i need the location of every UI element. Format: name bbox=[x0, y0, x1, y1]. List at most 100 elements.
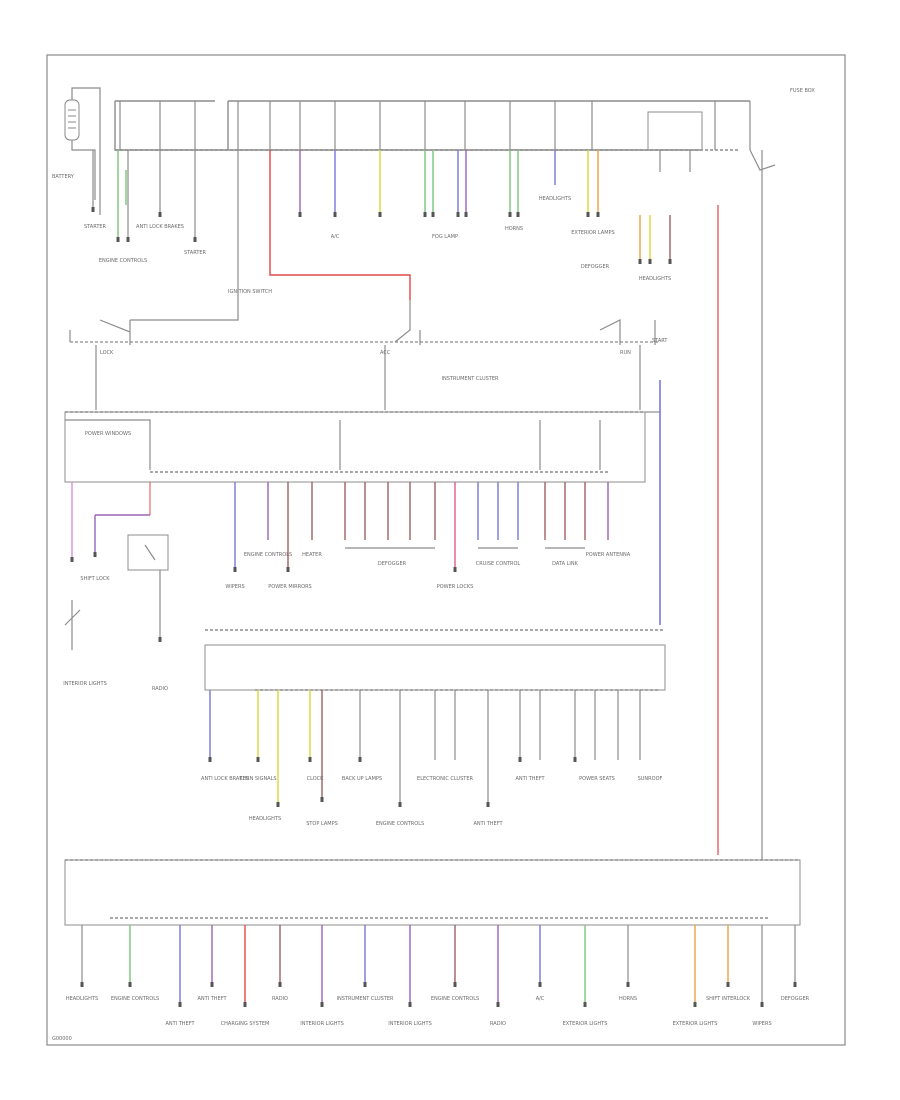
label-power-seats: POWER SEATS bbox=[579, 776, 615, 782]
battery-label: BATTERY bbox=[52, 174, 75, 180]
label-anti-lock-brakes-low: ANTI LOCK BRAKES bbox=[201, 776, 249, 782]
label-sunroof: SUNROOF bbox=[638, 776, 663, 782]
connector-plug bbox=[793, 982, 797, 987]
label-interior-lights-bottom-2: INTERIOR LIGHTS bbox=[388, 1021, 432, 1027]
label-engine-controls-bottom: ENGINE CONTROLS bbox=[431, 996, 479, 1002]
label-wipers: WIPERS bbox=[225, 584, 244, 590]
label-defogger-top: DEFOGGER bbox=[581, 264, 610, 270]
connector-plug bbox=[453, 982, 457, 987]
connector-plug bbox=[626, 982, 630, 987]
label-radio-bottom: RADIO bbox=[272, 996, 288, 1002]
connector-plug bbox=[583, 1002, 587, 1007]
label-anti-theft-low-2: ANTI THEFT bbox=[473, 821, 503, 827]
connector-plugs bbox=[70, 207, 797, 1007]
label-anti-theft-bottom-2: ANTI THEFT bbox=[197, 996, 227, 1002]
label-defogger-bottom: DEFOGGER bbox=[781, 996, 810, 1002]
connector-plug bbox=[538, 982, 542, 987]
connector-plug bbox=[668, 259, 672, 264]
connector-plug bbox=[596, 212, 600, 217]
connector-plug bbox=[126, 237, 130, 242]
label-instrument-cluster-bottom: INSTRUMENT CLUSTER bbox=[337, 996, 395, 1002]
label-defogger-mid: DEFOGGER bbox=[378, 561, 407, 567]
label-exterior-lights: EXTERIOR LIGHTS bbox=[563, 1021, 608, 1027]
label-radio-left: RADIO bbox=[152, 686, 168, 692]
connector-plug bbox=[208, 757, 212, 762]
connector-plug bbox=[408, 1002, 412, 1007]
label-air-conditioning: A/C bbox=[331, 234, 340, 240]
connector-plug bbox=[378, 212, 382, 217]
label-power-locks: POWER LOCKS bbox=[437, 584, 474, 590]
connector-plug bbox=[398, 802, 402, 807]
connector-plug bbox=[486, 802, 490, 807]
label-charging-system: CHARGING SYSTEM bbox=[221, 1021, 270, 1027]
connector-plug bbox=[243, 1002, 247, 1007]
connector-plug bbox=[496, 1002, 500, 1007]
connector-plug bbox=[210, 982, 214, 987]
label-fog-lamp: FOG LAMP bbox=[432, 234, 458, 240]
label-run: RUN bbox=[620, 350, 631, 356]
label-electronic-cluster: ELECTRONIC CLUSTER bbox=[417, 776, 473, 782]
connector-plug bbox=[276, 802, 280, 807]
connector-plug bbox=[116, 237, 120, 242]
label-data-link: DATA LINK bbox=[552, 561, 578, 567]
bottom-fuse-outputs bbox=[81, 925, 796, 1005]
connector-plug bbox=[128, 982, 132, 987]
label-anti-lock-brakes-top: ANTI LOCK BRAKES bbox=[136, 224, 184, 230]
connector-plug bbox=[286, 567, 290, 572]
label-interior-lights-bottom: INTERIOR LIGHTS bbox=[300, 1021, 344, 1027]
top-feeder-wires bbox=[92, 111, 776, 860]
connector-plug bbox=[93, 552, 97, 557]
label-lock: LOCK bbox=[100, 350, 114, 356]
label-headlights-top: HEADLIGHTS bbox=[539, 196, 571, 202]
sheet-reference-label: FUSE BOX bbox=[790, 88, 815, 94]
connector-plug bbox=[298, 212, 302, 217]
label-power-antenna: POWER ANTENNA bbox=[586, 552, 631, 558]
label-horns-bottom: HORNS bbox=[619, 996, 637, 1002]
connector-plug bbox=[278, 982, 282, 987]
label-heater: HEATER bbox=[302, 552, 322, 558]
connector-plug bbox=[423, 212, 427, 217]
label-instrument-cluster: INSTRUMENT CLUSTER bbox=[442, 376, 500, 382]
label-ign-switch: IGNITION SWITCH bbox=[228, 289, 272, 295]
connector-plug bbox=[586, 212, 590, 217]
connector-plug bbox=[178, 1002, 182, 1007]
label-engine-controls-2: ENGINE CONTROLS bbox=[244, 552, 292, 558]
connector-plug bbox=[320, 797, 324, 802]
ignition-switch bbox=[69, 300, 660, 410]
label-headlights-low: HEADLIGHTS bbox=[249, 816, 281, 822]
label-engine-controls: ENGINE CONTROLS bbox=[99, 258, 147, 264]
top-fuses bbox=[119, 101, 751, 150]
connector-plug bbox=[760, 1002, 764, 1007]
battery-symbol bbox=[64, 87, 101, 215]
connector-plug bbox=[320, 1002, 324, 1007]
connector-plug bbox=[91, 207, 95, 212]
bottom-fuse-block bbox=[64, 859, 801, 926]
connector-plug bbox=[308, 757, 312, 762]
connector-plug bbox=[693, 1002, 697, 1007]
label-interior-lights-left: INTERIOR LIGHTS bbox=[63, 681, 107, 687]
label-clock: CLOCK bbox=[307, 776, 325, 782]
connector-plug bbox=[70, 557, 74, 562]
label-anti-theft-low: ANTI THEFT bbox=[515, 776, 545, 782]
label-horns: HORNS bbox=[505, 226, 523, 232]
connector-plug bbox=[256, 757, 260, 762]
label-headlights-relay: HEADLIGHTS bbox=[639, 276, 671, 282]
label-headlights-bottom: HEADLIGHTS bbox=[66, 996, 98, 1002]
diagram-frame bbox=[46, 54, 846, 1046]
lower-fuse-outputs bbox=[209, 690, 641, 805]
label-power-mirrors: POWER MIRRORS bbox=[268, 584, 311, 590]
middle-fuse-block bbox=[64, 411, 646, 483]
connector-plug bbox=[518, 757, 522, 762]
label-acc: ACC bbox=[380, 350, 391, 356]
label-start: START bbox=[652, 338, 668, 344]
label-engine-controls-4: ENGINE CONTROLS bbox=[111, 996, 159, 1002]
label-shift-interlock: SHIFT INTERLOCK bbox=[706, 996, 751, 1002]
connector-plug bbox=[233, 567, 237, 572]
label-back-up-lamps: BACK UP LAMPS bbox=[342, 776, 382, 782]
connector-plug bbox=[726, 982, 730, 987]
connector-plug bbox=[158, 637, 162, 642]
connector-plug bbox=[464, 212, 468, 217]
connector-plug bbox=[516, 212, 520, 217]
label-shift-lock: SHIFT LOCK bbox=[80, 576, 110, 582]
